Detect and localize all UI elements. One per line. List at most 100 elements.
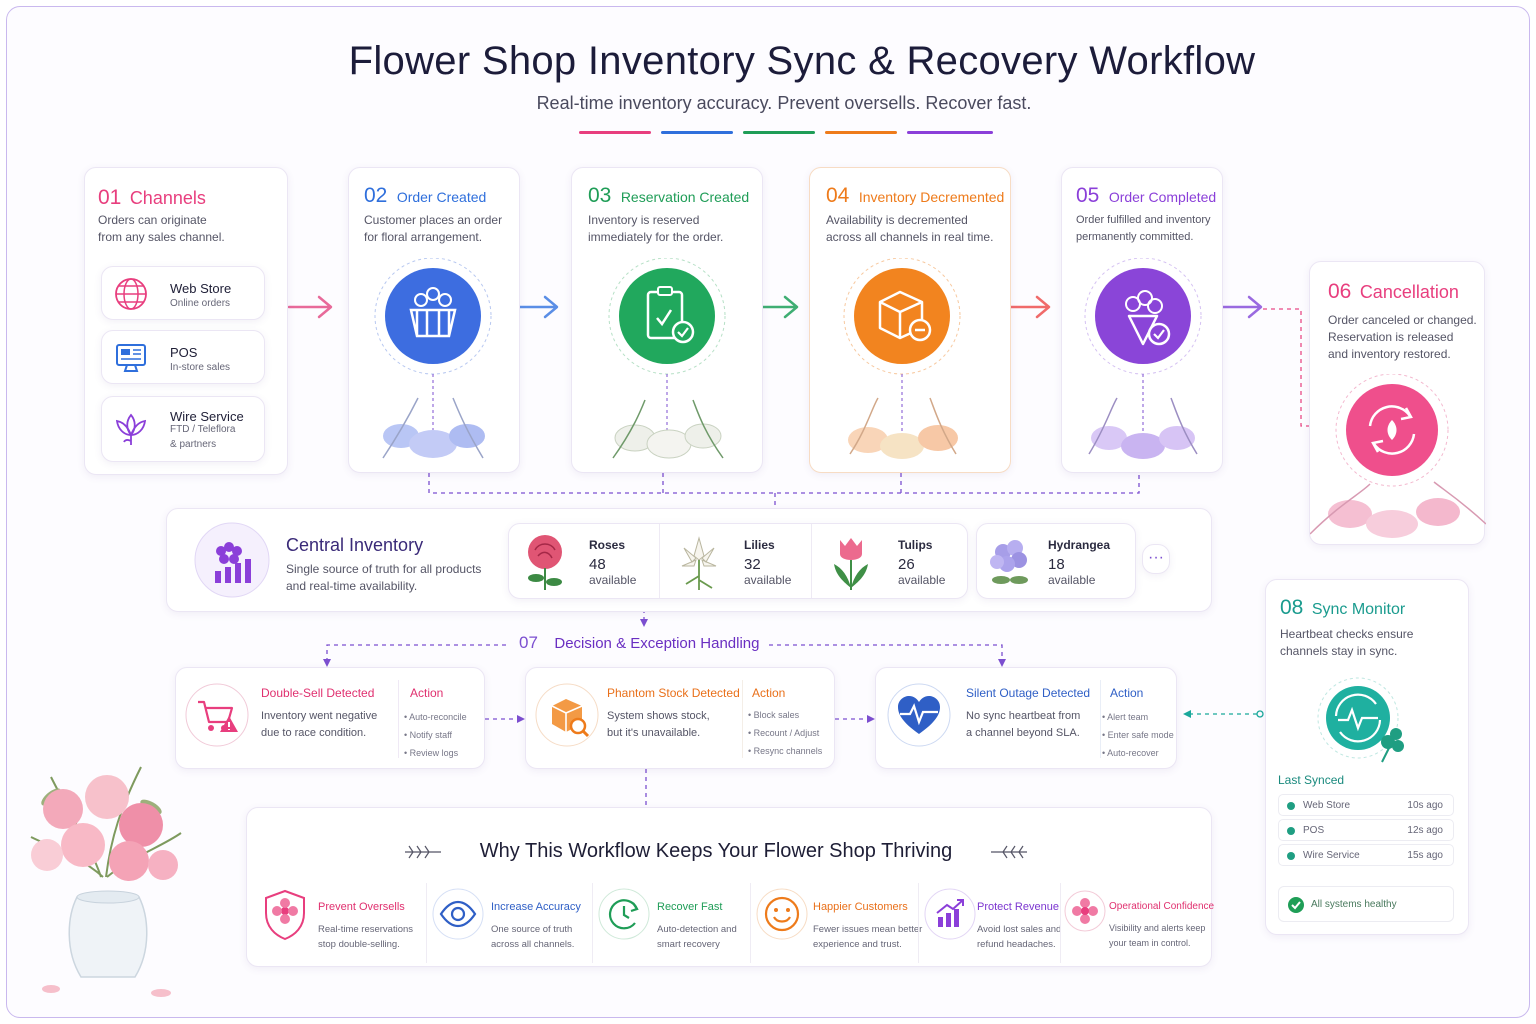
- step-desc-line: Orders can originate: [98, 213, 207, 227]
- step-desc-line: Order fulfilled and inventory: [1076, 214, 1211, 226]
- step-reservation-card[interactable]: 03 Reservation Created Inventory is rese…: [571, 167, 763, 473]
- page-title: Flower Shop Inventory Sync & Recovery Wo…: [348, 39, 1256, 83]
- step-number: 05: [1076, 184, 1100, 207]
- action-item: Auto-recover: [1107, 748, 1159, 758]
- item-status: available: [744, 573, 792, 587]
- right-sprig-icon: [991, 845, 1027, 859]
- step-desc-line: Reservation is released: [1328, 330, 1454, 344]
- inventory-item-roses[interactable]: Roses 48 available: [509, 524, 659, 598]
- clipboard-check-icon: [608, 258, 726, 459]
- box-search-icon: [535, 683, 599, 747]
- channel-sub: FTD / Teleflora: [170, 424, 236, 435]
- health-status: All systems healthy: [1278, 886, 1454, 922]
- sync-channel: Web Store: [1303, 800, 1351, 811]
- benefit-protect-revenue: Protect Revenue Avoid lost sales and ref…: [918, 883, 1083, 963]
- why-title: Why This Workflow Keeps Your Flower Shop…: [479, 840, 953, 862]
- inventory-item-hydrangea[interactable]: Hydrangea 18 available: [976, 523, 1136, 599]
- smile-icon: [756, 888, 808, 940]
- benefit-desc: Avoid lost sales and: [977, 924, 1062, 935]
- action-item: Enter safe mode: [1107, 730, 1174, 740]
- channel-name: Web Store: [170, 281, 232, 296]
- benefit-desc: refund headaches.: [977, 939, 1056, 950]
- channel-pos[interactable]: POS In-store sales: [101, 330, 265, 384]
- step-order-created-card[interactable]: 02 Order Created Customer places an orde…: [348, 167, 520, 473]
- benefit-desc: Real-time reservations: [318, 924, 414, 935]
- step-decremented-card[interactable]: 04 Inventory Decremented Availability is…: [809, 167, 1011, 473]
- action-label: Action: [410, 686, 444, 700]
- step-number: 02: [364, 184, 388, 207]
- benefit-title: Protect Revenue: [977, 901, 1059, 913]
- action-item: Recount / Adjust: [753, 728, 820, 738]
- exception-double-sell[interactable]: Double-Sell Detected Inventory went nega…: [175, 667, 485, 769]
- step-desc-line: and inventory restored.: [1328, 347, 1451, 361]
- health-text: All systems healthy: [1311, 899, 1397, 910]
- action-item: Block sales: [753, 710, 800, 720]
- benefit-increase-accuracy: Increase Accuracy One source of truth ac…: [426, 883, 591, 963]
- step-completed-card[interactable]: 05 Order Completed Order fulfilled and i…: [1061, 167, 1223, 473]
- inventory-item-lilies[interactable]: Lilies 32 available: [659, 524, 811, 598]
- step-number: 01: [98, 186, 122, 209]
- exception-desc: Inventory went negative: [261, 710, 378, 722]
- channel-wire-service[interactable]: Wire Service FTD / Teleflora & partners: [101, 396, 265, 462]
- action-label: Action: [752, 686, 786, 700]
- benefit-title: Increase Accuracy: [491, 901, 581, 913]
- benefit-desc: One source of truth: [491, 924, 573, 935]
- step-title: Reservation Created: [620, 189, 750, 205]
- action-item: Resync channels: [753, 746, 823, 756]
- benefit-prevent-oversells: Prevent Oversells Real-time reservations…: [256, 883, 421, 963]
- step-cancellation-card[interactable]: 06 Cancellation Order canceled or change…: [1309, 261, 1486, 545]
- status-dot: [1287, 827, 1295, 835]
- benefit-desc: your team in control.: [1109, 938, 1191, 948]
- pos-terminal-icon: [116, 344, 146, 372]
- benefit-desc: Auto-detection and: [657, 924, 737, 935]
- item-qty: 32: [744, 556, 761, 573]
- benefit-desc: experience and trust.: [813, 939, 902, 950]
- flower-vase-illustration: [30, 766, 182, 997]
- sync-row-wire-service: Wire Service 15s ago: [1278, 844, 1454, 866]
- channel-name: POS: [170, 345, 198, 360]
- step-number: 06: [1328, 280, 1352, 303]
- sync-row-pos: POS 12s ago: [1278, 819, 1454, 841]
- restore-cycle-icon: [1310, 374, 1486, 538]
- benefit-title: Operational Confidence: [1109, 901, 1215, 912]
- step-desc-line: immediately for the order.: [588, 230, 724, 244]
- step-title: Order Completed: [1108, 189, 1217, 205]
- central-inventory-desc: and real-time availability.: [286, 579, 418, 593]
- monitor-number: 08: [1280, 596, 1304, 619]
- benefit-happier-customers: Happier Customers Fewer issues mean bett…: [750, 883, 922, 963]
- sync-ago: 15s ago: [1407, 850, 1443, 861]
- flower-basket-icon: [374, 258, 492, 459]
- step-number: 03: [588, 184, 612, 207]
- item-status: available: [1048, 573, 1096, 587]
- tulip-icon: [834, 538, 868, 590]
- title-color-bars: [579, 131, 999, 135]
- item-name: Hydrangea: [1048, 538, 1111, 552]
- item-name: Roses: [589, 538, 626, 552]
- exception-phantom-stock[interactable]: Phantom Stock Detected System shows stoc…: [525, 667, 835, 769]
- shield-flower-icon: [265, 889, 305, 941]
- inventory-item-tulips[interactable]: Tulips 26 available: [811, 524, 969, 598]
- sync-channel: POS: [1303, 825, 1325, 836]
- exception-silent-outage[interactable]: Silent Outage Detected No sync heartbeat…: [875, 667, 1177, 769]
- sync-ago: 10s ago: [1407, 800, 1443, 811]
- step-title: Cancellation: [1359, 282, 1459, 302]
- more-items-button[interactable]: ···: [1142, 544, 1170, 574]
- exception-title: Phantom Stock Detected: [607, 686, 740, 700]
- lily-icon: [681, 536, 717, 590]
- benefit-operational-confidence: Operational Confidence Visibility and al…: [1060, 883, 1214, 963]
- item-name: Lilies: [744, 538, 775, 552]
- workflow-frame: Flower Shop Inventory Sync & Recovery Wo…: [6, 6, 1530, 1018]
- last-synced-label: Last Synced: [1278, 773, 1345, 787]
- channel-sub: & partners: [170, 439, 217, 450]
- item-qty: 48: [589, 556, 606, 573]
- step-desc-line: from any sales channel.: [98, 230, 225, 244]
- channel-name: Wire Service: [170, 409, 244, 424]
- benefit-title: Prevent Oversells: [318, 901, 405, 913]
- action-item: Auto-reconcile: [409, 712, 467, 722]
- channel-web-store[interactable]: Web Store Online orders: [101, 266, 265, 320]
- step-channels-card: 01 Channels Orders can originate from an…: [84, 167, 288, 475]
- step-desc-line: for floral arrangement.: [364, 230, 483, 244]
- channel-sub: Online orders: [170, 298, 231, 309]
- benefits-row: Prevent Oversells Real-time reservations…: [256, 883, 1214, 963]
- rose-icon: [528, 535, 562, 590]
